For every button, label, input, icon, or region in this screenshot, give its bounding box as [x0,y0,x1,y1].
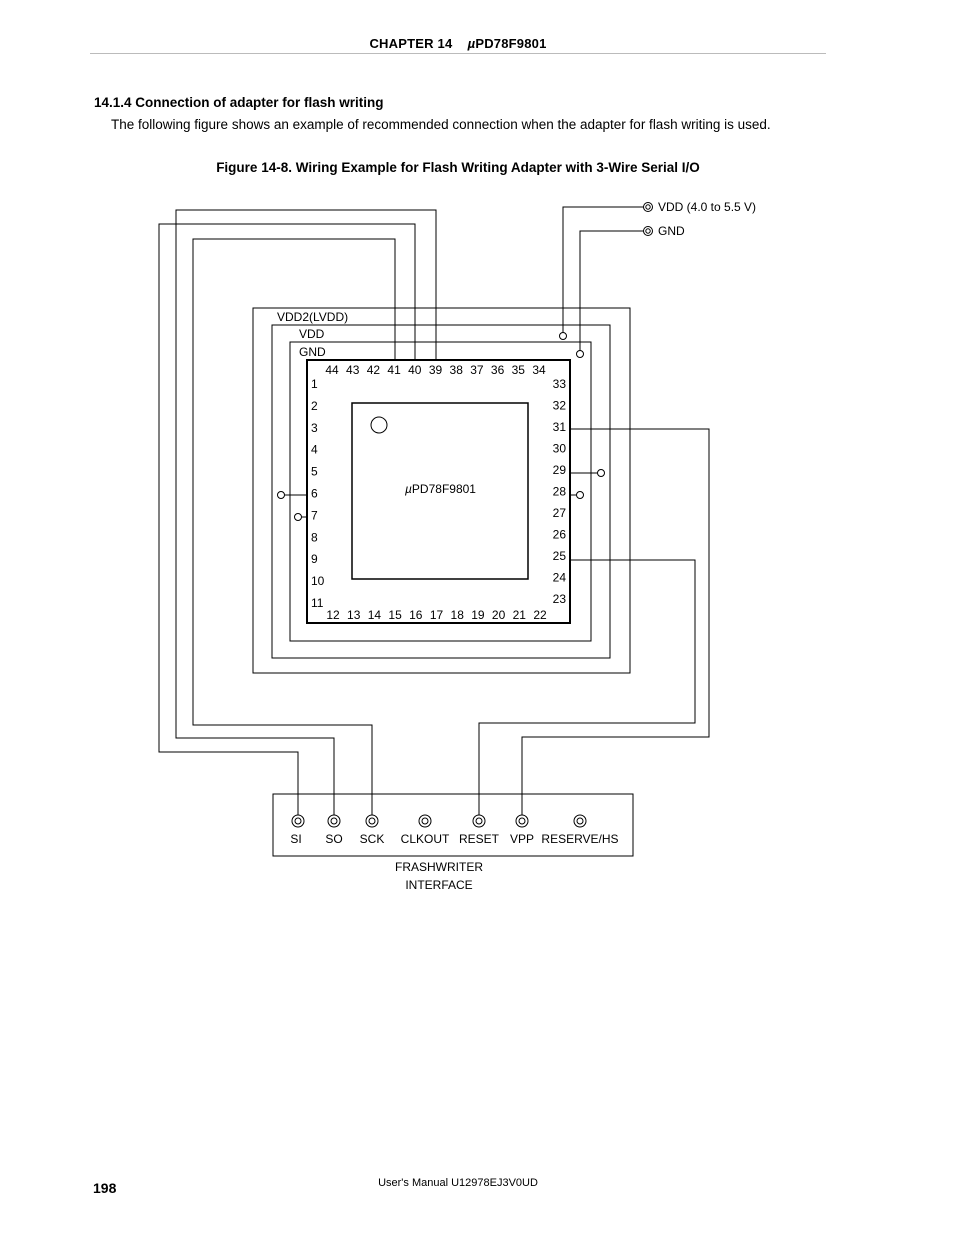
pin-label-21: 21 [513,608,527,622]
connector-pin-si [291,814,305,828]
pin-label-6: 6 [311,487,318,501]
pin-label-41: 41 [387,363,401,377]
chip-die [351,402,529,580]
flashwriter-connector [272,793,634,857]
gnd-label: GND [299,345,326,359]
pin-label-9: 9 [311,552,318,566]
pin-label-38: 38 [450,363,464,377]
vdd2-label: VDD2(LVDD) [277,310,348,324]
connector-label-so: SO [325,832,342,846]
connector-pin-sck [365,814,379,828]
pin-label-36: 36 [491,363,505,377]
intro-paragraph: The following figure shows an example of… [111,117,771,132]
pin-label-27: 27 [553,506,567,520]
pin-label-32: 32 [553,399,567,413]
connector-pin-reset [472,814,486,828]
pin-label-7: 7 [311,508,318,522]
pin-label-14: 14 [368,608,382,622]
page-number: 198 [93,1180,117,1196]
pins-left: 1 2 3 4 5 6 7 8 9 10 11 [311,377,325,610]
pin-label-29: 29 [553,463,567,477]
pin-label-10: 10 [311,574,325,588]
pin-label-8: 8 [311,530,318,544]
pin-label-15: 15 [388,608,402,622]
vdd2-frame [252,307,631,674]
chapter-header: CHAPTER 14 µPD78F9801 [369,36,547,51]
pins-right: 33 32 31 30 29 28 27 26 25 24 23 [553,377,567,606]
pin-label-37: 37 [470,363,484,377]
pin-label-28: 28 [553,485,567,499]
connector-pin-reserve-hs [573,814,587,828]
pin-label-2: 2 [311,399,318,413]
pin-label-34: 34 [532,363,546,377]
interface-title-line2: INTERFACE [405,878,472,892]
pin-label-11: 11 [311,596,324,610]
pin-label-23: 23 [553,592,567,606]
connector-pin-vpp [515,814,529,828]
pin-label-17: 17 [430,608,444,622]
footer-manual-id: User's Manual U12978EJ3V0UD [378,1177,538,1189]
pin-label-42: 42 [367,363,381,377]
pin-label-18: 18 [451,608,465,622]
pin1-marker [370,416,388,434]
header-rule [90,53,826,54]
pin-label-30: 30 [553,442,567,456]
connector-label-reserve-hs: RESERVE/HS [541,832,618,846]
gnd-supply-label: GND [658,224,685,238]
pin-label-1: 1 [311,377,318,391]
pin-label-31: 31 [553,420,567,434]
mu-symbol: µ [467,36,476,51]
pin-label-4: 4 [311,443,318,457]
pin-label-5: 5 [311,465,318,479]
pin-label-25: 25 [553,549,567,563]
connector-label-clkout: CLKOUT [401,832,450,846]
connector-pin-so [327,814,341,828]
vdd-label: VDD [299,327,325,341]
connector-label-sck: SCK [360,832,385,846]
vdd-supply-label: VDD (4.0 to 5.5 V) [658,200,756,214]
pins-top: 44 43 42 41 40 39 38 37 36 35 34 [325,363,546,377]
pin-label-12: 12 [326,608,340,622]
pin-label-24: 24 [553,571,567,585]
pin-label-40: 40 [408,363,422,377]
pin-label-13: 13 [347,608,361,622]
pins-bottom: 12 13 14 15 16 17 18 19 20 21 22 [326,608,547,622]
pin-label-16: 16 [409,608,423,622]
connector-label-si: SI [290,832,301,846]
chip-package [306,359,571,624]
connector-pin-clkout [418,814,432,828]
connector-label-reset: RESET [459,832,500,846]
pin-label-44: 44 [325,363,339,377]
pin-label-22: 22 [533,608,547,622]
figure-caption: Figure 14-8. Wiring Example for Flash Wr… [216,160,700,175]
pin-label-43: 43 [346,363,360,377]
pin-label-35: 35 [512,363,526,377]
pin-label-26: 26 [553,528,567,542]
pin-label-33: 33 [553,377,567,391]
connector-pins: SI SO SCK CLKOUT RESET VPP RESERVE/HS [290,814,619,846]
pin-label-3: 3 [311,421,318,435]
vdd-frame [271,324,611,659]
pin-label-20: 20 [492,608,506,622]
pin-label-19: 19 [471,608,485,622]
gnd-frame [289,341,592,642]
connector-label-vpp: VPP [510,832,534,846]
pin-label-39: 39 [429,363,443,377]
chip-name: µPD78F9801 [405,482,476,496]
interface-title-line1: FRASHWRITER [395,860,483,874]
section-heading: 14.1.4 Connection of adapter for flash w… [94,95,384,110]
